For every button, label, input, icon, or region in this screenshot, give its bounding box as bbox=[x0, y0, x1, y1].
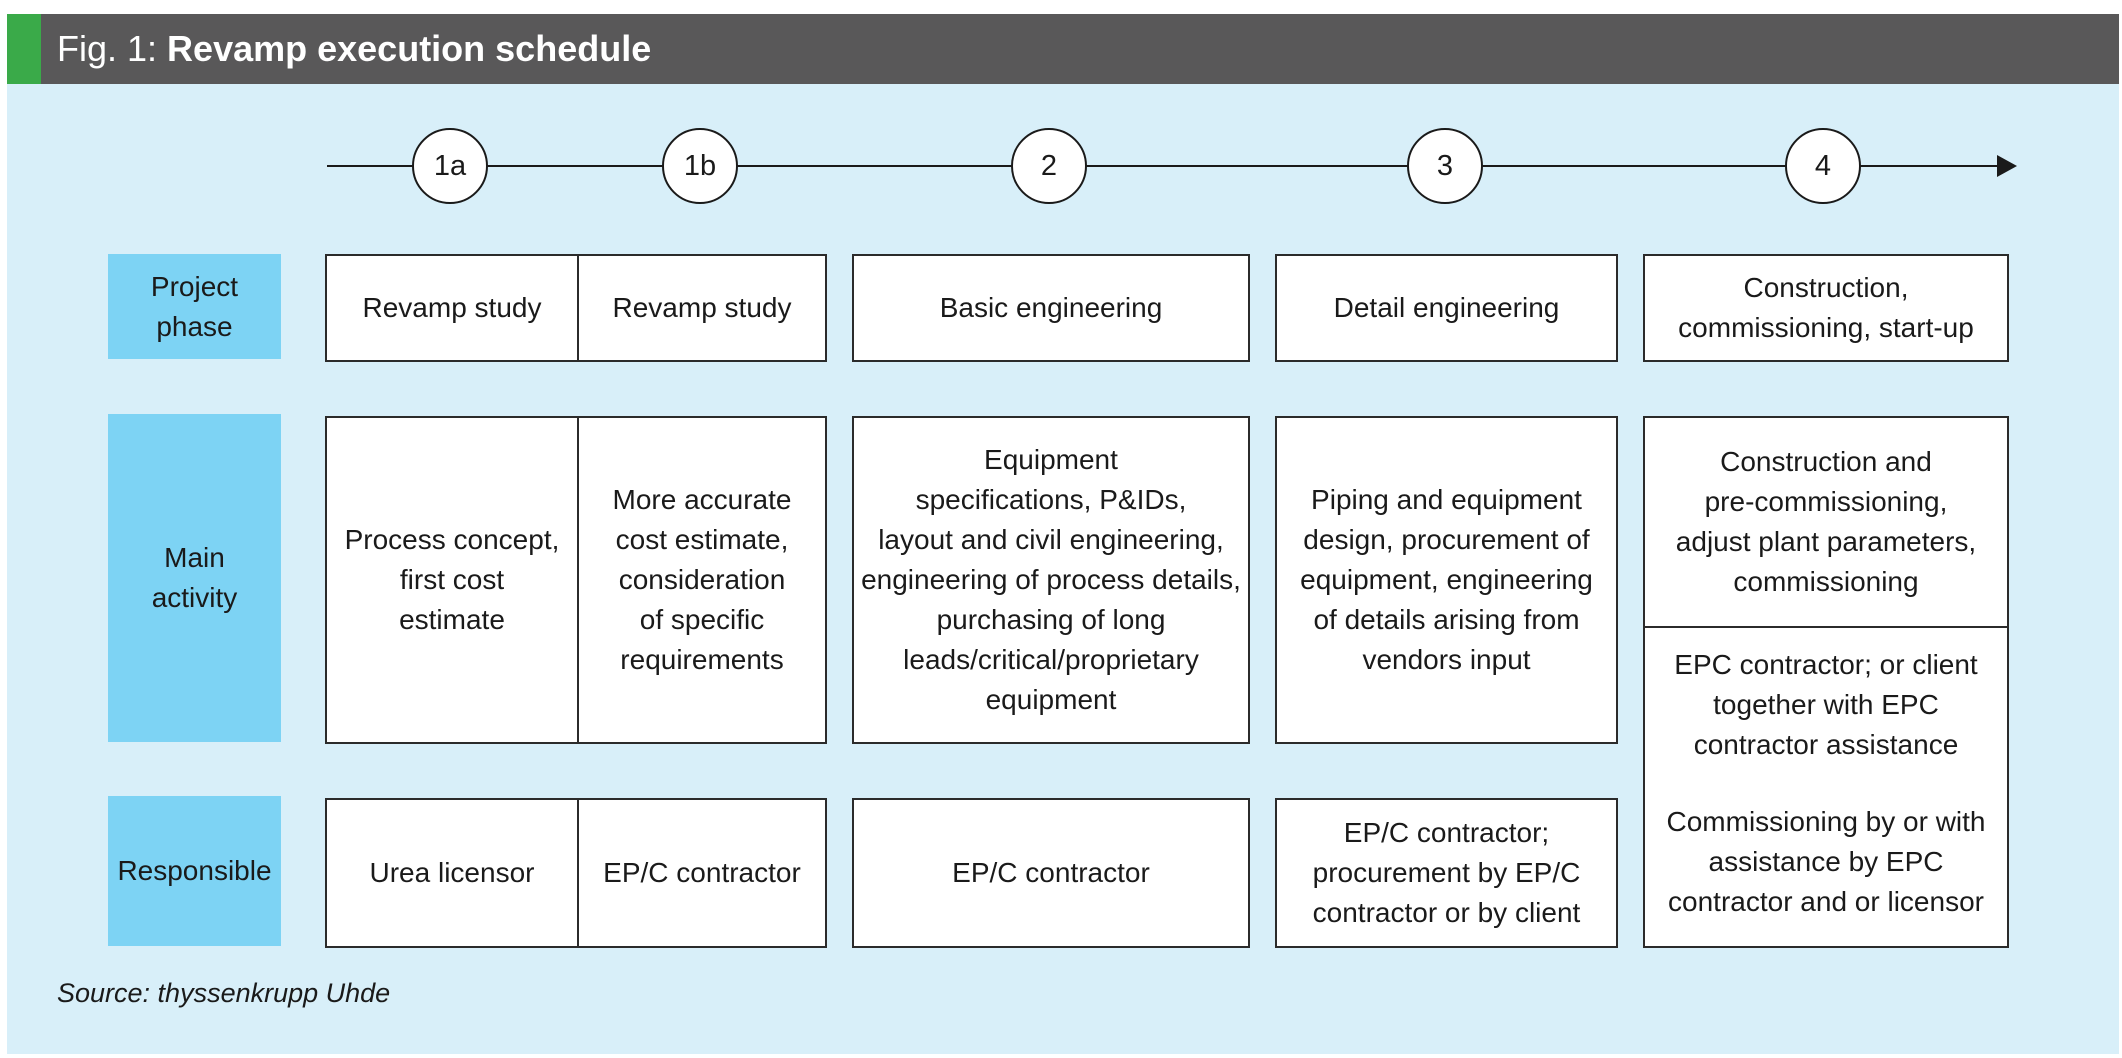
responsible-1b: EP/C contractor bbox=[603, 857, 801, 888]
source-note: Source: thyssenkrupp Uhde bbox=[57, 978, 391, 1008]
activity-responsible-box-4: Construction and pre-commissioning, adju… bbox=[1643, 416, 2009, 948]
figure-title: Fig. 1: Revamp execution schedule bbox=[57, 14, 651, 84]
responsible-4b: Commissioning by or with assistance by E… bbox=[1666, 806, 1986, 917]
responsible-3: EP/C contractor; procurement by EP/C con… bbox=[1312, 817, 1581, 928]
figure-frame: Fig. 1: Revamp execution schedule 1a 1b … bbox=[7, 14, 2119, 1054]
phase-box-4: Construction, commissioning, start-up bbox=[1643, 254, 2009, 362]
phase-divider bbox=[577, 256, 579, 360]
phase-4: Construction, commissioning, start-up bbox=[1678, 272, 1974, 343]
timeline-node-3: 3 bbox=[1407, 128, 1483, 204]
activity-1a: Process concept, first cost estimate bbox=[344, 524, 560, 635]
activity-4-divider bbox=[1645, 626, 2007, 628]
responsible-1a: Urea licensor bbox=[369, 857, 535, 888]
responsible-2: EP/C contractor bbox=[952, 857, 1150, 888]
timeline-node-1a: 1a bbox=[412, 128, 488, 204]
activity-divider bbox=[577, 418, 579, 742]
responsible-divider bbox=[577, 800, 579, 946]
activity-box-1: Process concept, first cost estimate Mor… bbox=[325, 416, 827, 744]
figure-title-prefix: Fig. 1: bbox=[57, 28, 168, 69]
activity-2: Equipment specifications, P&IDs, layout … bbox=[861, 444, 1241, 715]
timeline-arrowhead bbox=[1997, 155, 2017, 177]
activity-1b: More accurate cost estimate, considerati… bbox=[612, 484, 792, 675]
phase-box-1: Revamp study Revamp study bbox=[325, 254, 827, 362]
phase-3: Detail engineering bbox=[1333, 292, 1560, 323]
row-label-main-activity: Main activity bbox=[108, 414, 281, 742]
phase-2: Basic engineering bbox=[939, 292, 1163, 323]
responsible-4a: EPC contractor; or client together with … bbox=[1674, 649, 1978, 760]
responsible-box-1: Urea licensor EP/C contractor bbox=[325, 798, 827, 948]
responsible-box-2: EP/C contractor bbox=[852, 798, 1250, 948]
phase-box-3: Detail engineering bbox=[1275, 254, 1618, 362]
title-bar: Fig. 1: Revamp execution schedule bbox=[7, 14, 2119, 84]
row-label-responsible: Responsible bbox=[108, 796, 281, 946]
activity-3: Piping and equipment design, procurement… bbox=[1300, 484, 1593, 675]
phase-1a: Revamp study bbox=[362, 292, 542, 323]
row-label-project-phase: Project phase bbox=[108, 254, 281, 359]
activity-4: Construction and pre-commissioning, adju… bbox=[1675, 446, 1977, 597]
phase-1b: Revamp study bbox=[612, 292, 792, 323]
timeline-node-1b: 1b bbox=[662, 128, 738, 204]
timeline-node-4: 4 bbox=[1785, 128, 1861, 204]
timeline-line bbox=[327, 155, 2017, 177]
figure-title-main: Revamp execution schedule bbox=[167, 28, 652, 69]
activity-box-2: Equipment specifications, P&IDs, layout … bbox=[852, 416, 1250, 744]
timeline-node-2: 2 bbox=[1011, 128, 1087, 204]
title-accent-bar bbox=[7, 14, 41, 84]
activity-box-3: Piping and equipment design, procurement… bbox=[1275, 416, 1618, 744]
phase-box-2: Basic engineering bbox=[852, 254, 1250, 362]
responsible-box-3: EP/C contractor; procurement by EP/C con… bbox=[1275, 798, 1618, 948]
